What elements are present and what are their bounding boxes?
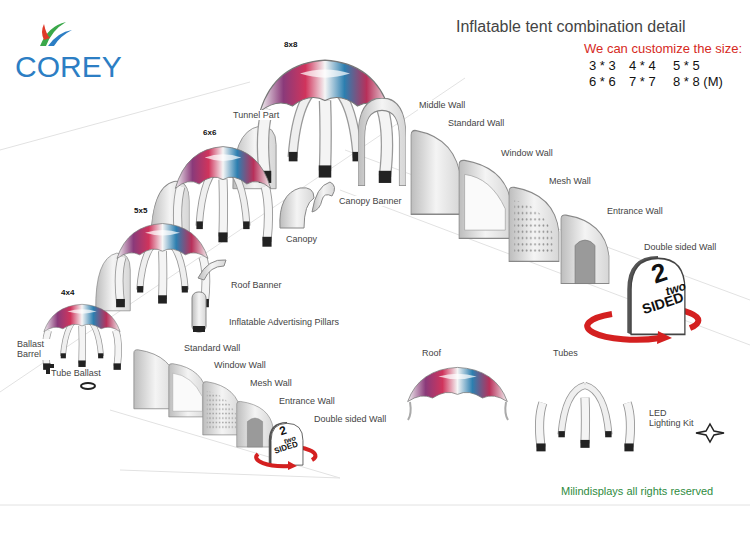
part-label: Mesh Wall [548,176,592,186]
size-tag: 5x5 [133,206,148,215]
part-label: Window Wall [213,360,267,370]
part-label: Entrance Wall [278,396,336,406]
size-option: 3 * 3 [588,59,617,74]
part-label: Canopy Banner [338,196,403,206]
size-tag: 8x8 [283,40,298,49]
size-option: 7 * 7 [628,75,657,90]
size-option: 6 * 6 [588,75,617,90]
wall-print: SIDED [640,289,686,318]
part-label: Double sided Wall [643,242,717,252]
size-tag: 4x4 [60,288,75,297]
page-title: Inflatable tent combination detail [455,18,686,36]
part-label: Roof Banner [230,280,283,290]
brand-logo: COREY [15,50,122,85]
part-label: Double sided Wall [313,414,387,424]
part-label: Entrance Wall [606,206,664,216]
part-label: Ballast Barrel [16,339,60,360]
part-label: Middle Wall [418,100,466,110]
part-label: Inflatable Advertising Pillars [228,317,340,327]
size-option: 8 * 8 (M) [672,75,724,90]
part-label: Standard Wall [183,343,241,353]
size-option: 5 * 5 [672,59,701,74]
part-label: Roof [421,348,442,358]
part-label: LED Lighting Kit [648,408,698,429]
part-label: Standard Wall [447,118,505,128]
wall-print: SIDED [273,439,299,455]
part-label: Mesh Wall [249,378,293,388]
size-option: 4 * 4 [628,59,657,74]
size-tag: 6x6 [202,128,217,137]
part-label: Tunnel Part [232,110,280,120]
size-note: We can customize the size: [583,42,743,57]
part-label: Canopy [285,234,318,244]
watermark: Milindisplays all rights reserved [560,485,714,498]
part-label: Tubes [552,348,579,358]
part-label: Window Wall [500,148,554,158]
part-label: Tube Ballast [50,368,102,378]
